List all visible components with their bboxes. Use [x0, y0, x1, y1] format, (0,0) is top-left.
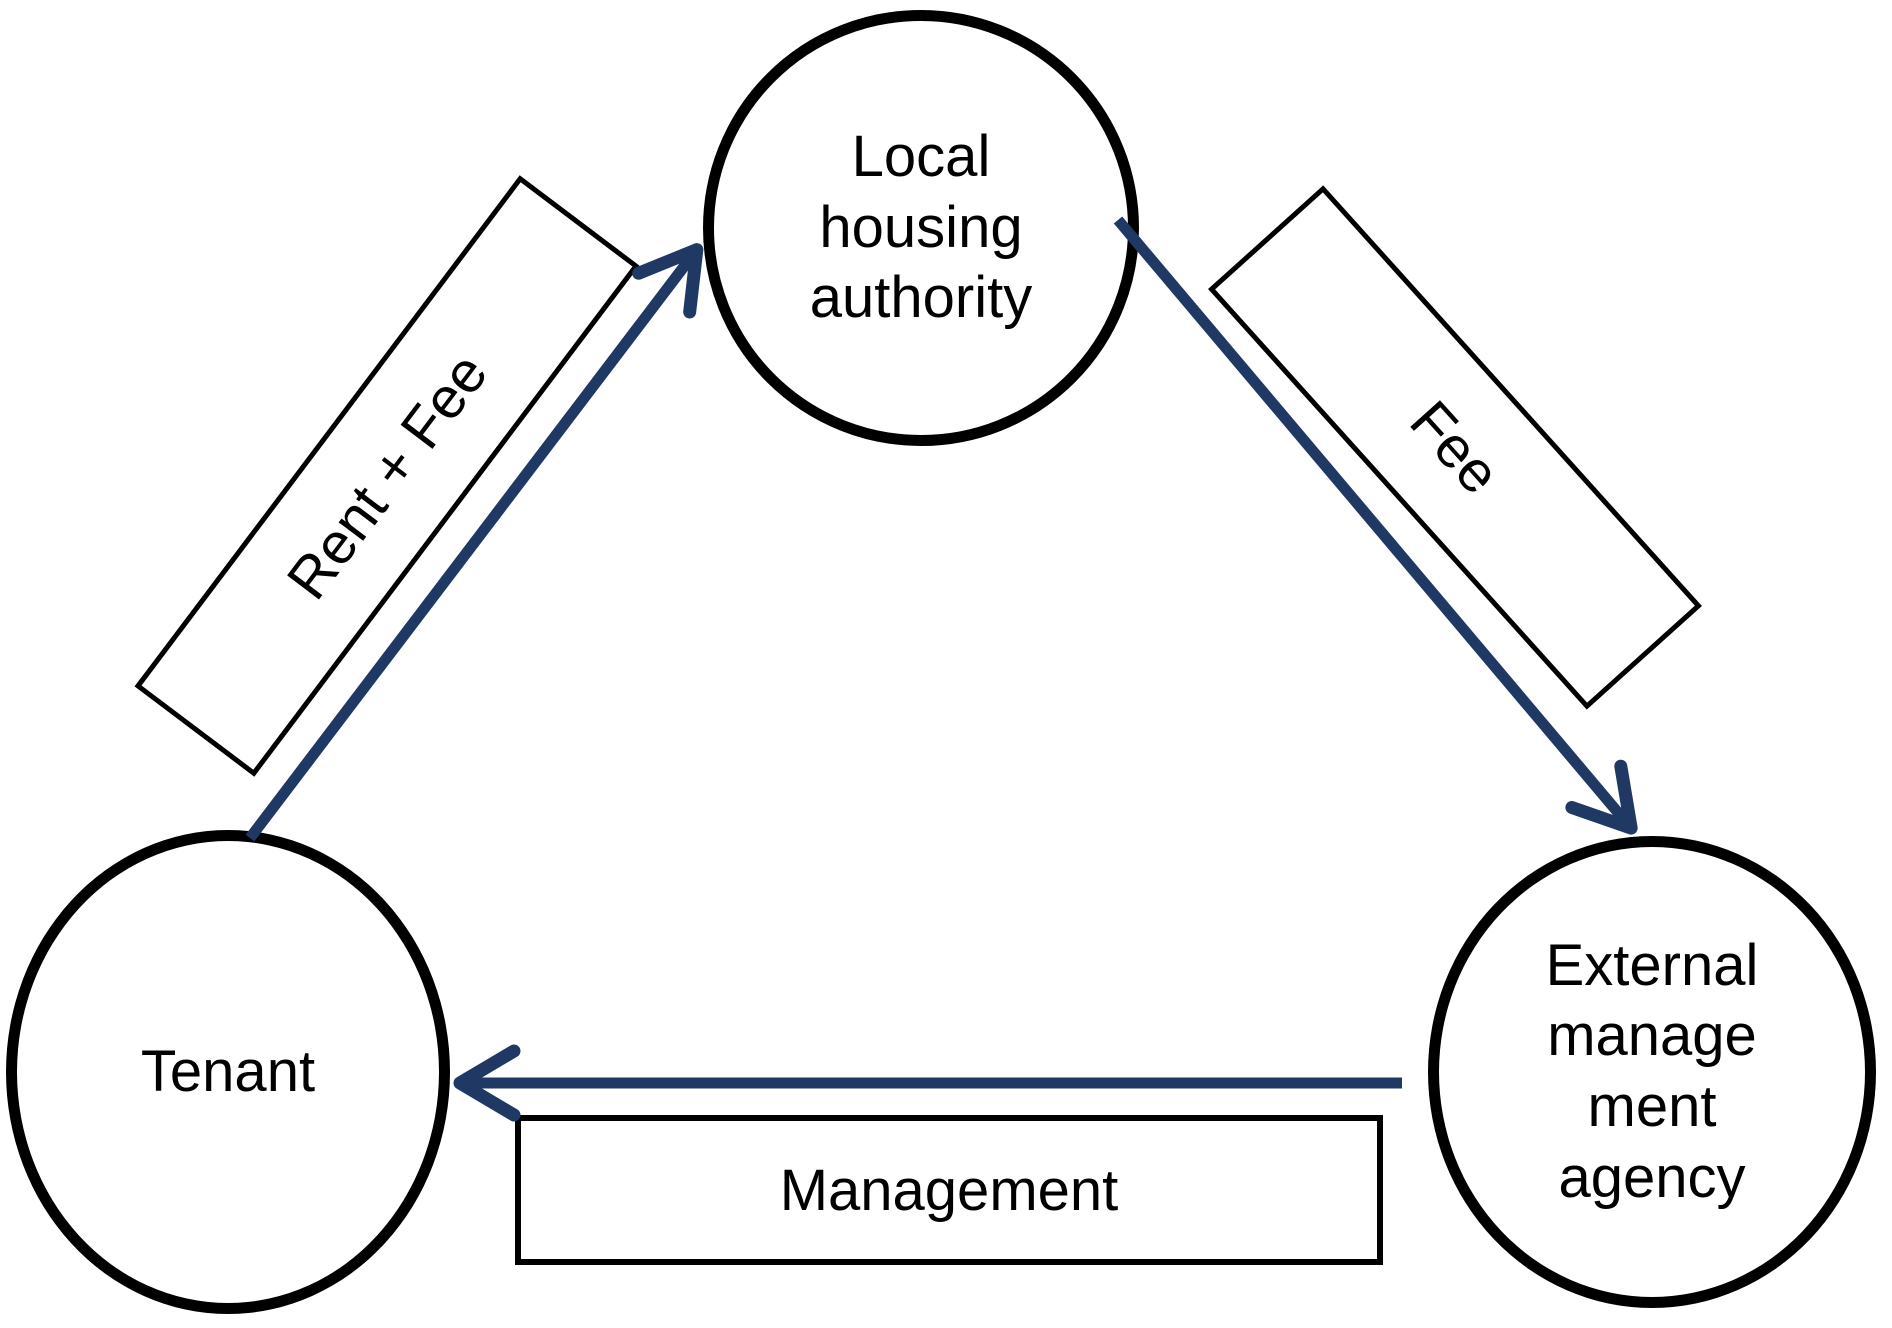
edge-label-fee: Fee	[1397, 388, 1513, 507]
edge-label-box-management: Management	[515, 1115, 1383, 1265]
node-tenant: Tenant	[6, 830, 450, 1314]
edge-label-management: Management	[779, 1157, 1119, 1223]
edge-label-box-fee: Fee	[1208, 185, 1702, 710]
node-tenant-label: Tenant	[140, 1038, 316, 1104]
node-local-housing-authority: Local housing authority	[703, 10, 1139, 446]
node-local-housing-authority-label: Local housing authority	[809, 123, 1033, 331]
node-external-management-agency: External manage ment agency	[1428, 836, 1876, 1308]
node-external-management-agency-label: External manage ment agency	[1545, 932, 1759, 1210]
edge-label-rent-fee: Rent + Fee	[274, 341, 500, 611]
edge-label-box-rent-fee: Rent + Fee	[134, 175, 640, 777]
